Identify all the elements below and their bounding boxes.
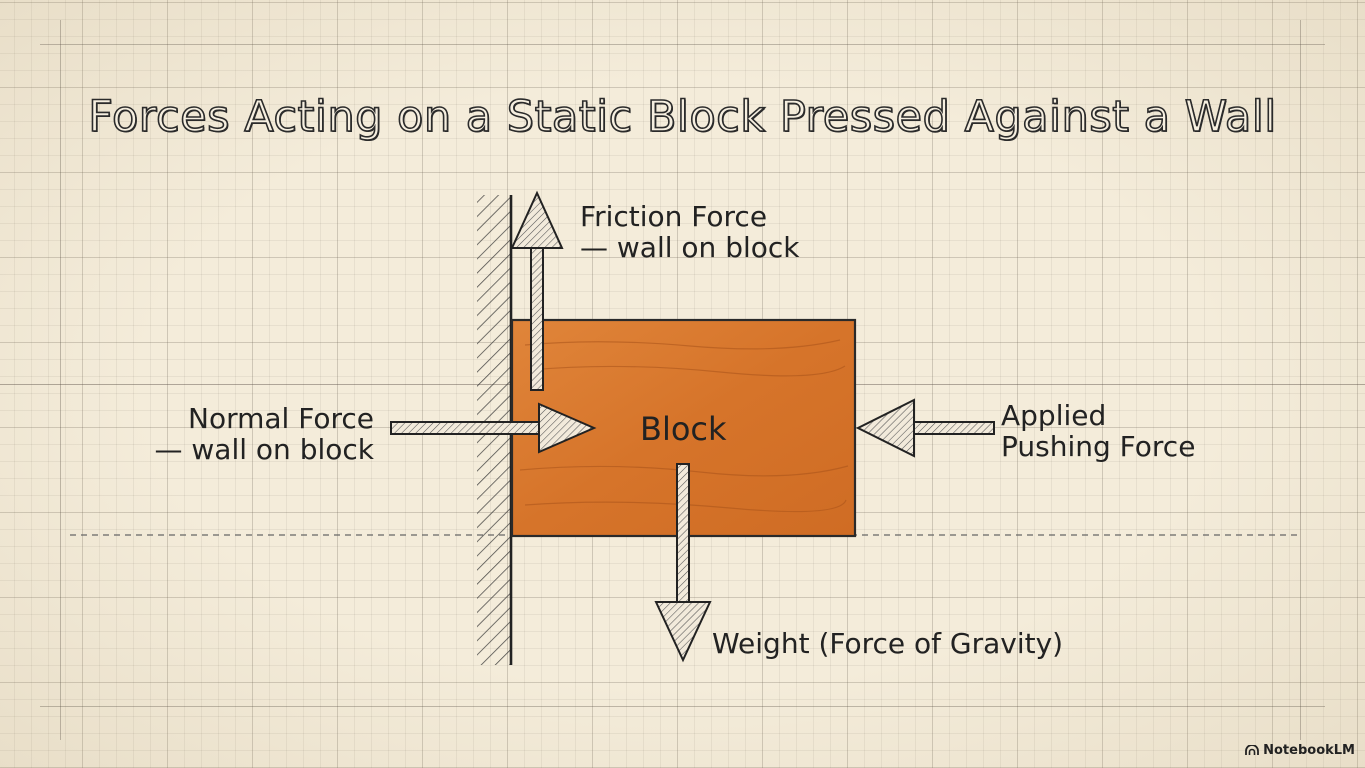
block-wood-grain — [519, 339, 849, 513]
frame-line-right — [1300, 20, 1301, 740]
notebooklm-icon — [1245, 745, 1260, 755]
applied-force-label: Applied Pushing Force — [1001, 400, 1195, 462]
weight-arrow — [654, 463, 712, 663]
friction-force-label-line2: — wall on block — [580, 231, 800, 264]
normal-force-label-line1: Normal Force — [188, 402, 374, 435]
applied-force-label-line1: Applied — [1001, 399, 1107, 432]
diagram-title: Forces Acting on a Static Block Pressed … — [87, 91, 1277, 143]
weight-label: Weight (Force of Gravity) — [712, 627, 1064, 660]
friction-force-label: Friction Force — wall on block — [580, 201, 800, 263]
friction-arrow — [510, 190, 564, 391]
brand-watermark: NotebookLM — [1245, 743, 1355, 758]
brand-name: NotebookLM — [1263, 743, 1355, 758]
normal-force-arrow — [390, 402, 597, 454]
friction-force-label-line1: Friction Force — [580, 200, 768, 233]
frame-line-top — [40, 44, 1325, 45]
applied-force-arrow — [855, 398, 995, 458]
normal-force-label: Normal Force — wall on block — [150, 402, 375, 466]
block-label: Block — [640, 410, 727, 448]
frame-line-bottom — [40, 706, 1325, 707]
applied-force-label-line2: Pushing Force — [1001, 430, 1196, 463]
normal-force-label-line2: — wall on block — [154, 433, 375, 466]
frame-line-left — [60, 20, 61, 740]
